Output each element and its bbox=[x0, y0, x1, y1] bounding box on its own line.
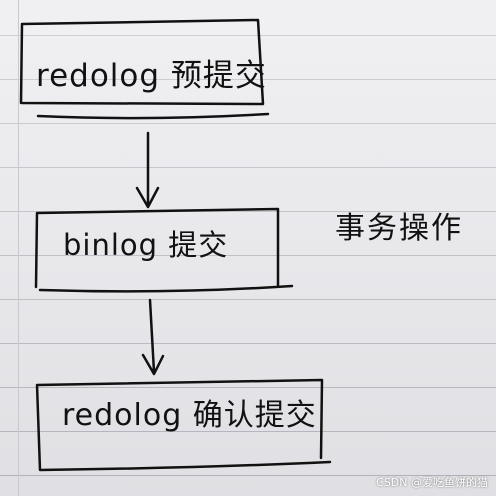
side-note-transaction-operation: 事务操作 bbox=[335, 211, 463, 246]
step-box-1-underline bbox=[36, 112, 270, 120]
step-box-2-underline bbox=[38, 284, 294, 293]
arrow-2 bbox=[141, 298, 165, 376]
step-label-redolog-prepare: redolog 预提交 bbox=[36, 58, 267, 94]
step-label-redolog-confirm-commit: redolog 确认提交 bbox=[62, 398, 317, 433]
step-box-3 bbox=[35, 378, 332, 472]
watermark: CSDN @爱吃鱼饼的猫 bbox=[376, 476, 488, 489]
step-box-1 bbox=[19, 18, 265, 106]
step-label-binlog-commit: binlog 提交 bbox=[63, 228, 229, 262]
step-box-2 bbox=[34, 207, 280, 289]
margin-line bbox=[18, 0, 19, 496]
arrow-1 bbox=[135, 131, 160, 209]
